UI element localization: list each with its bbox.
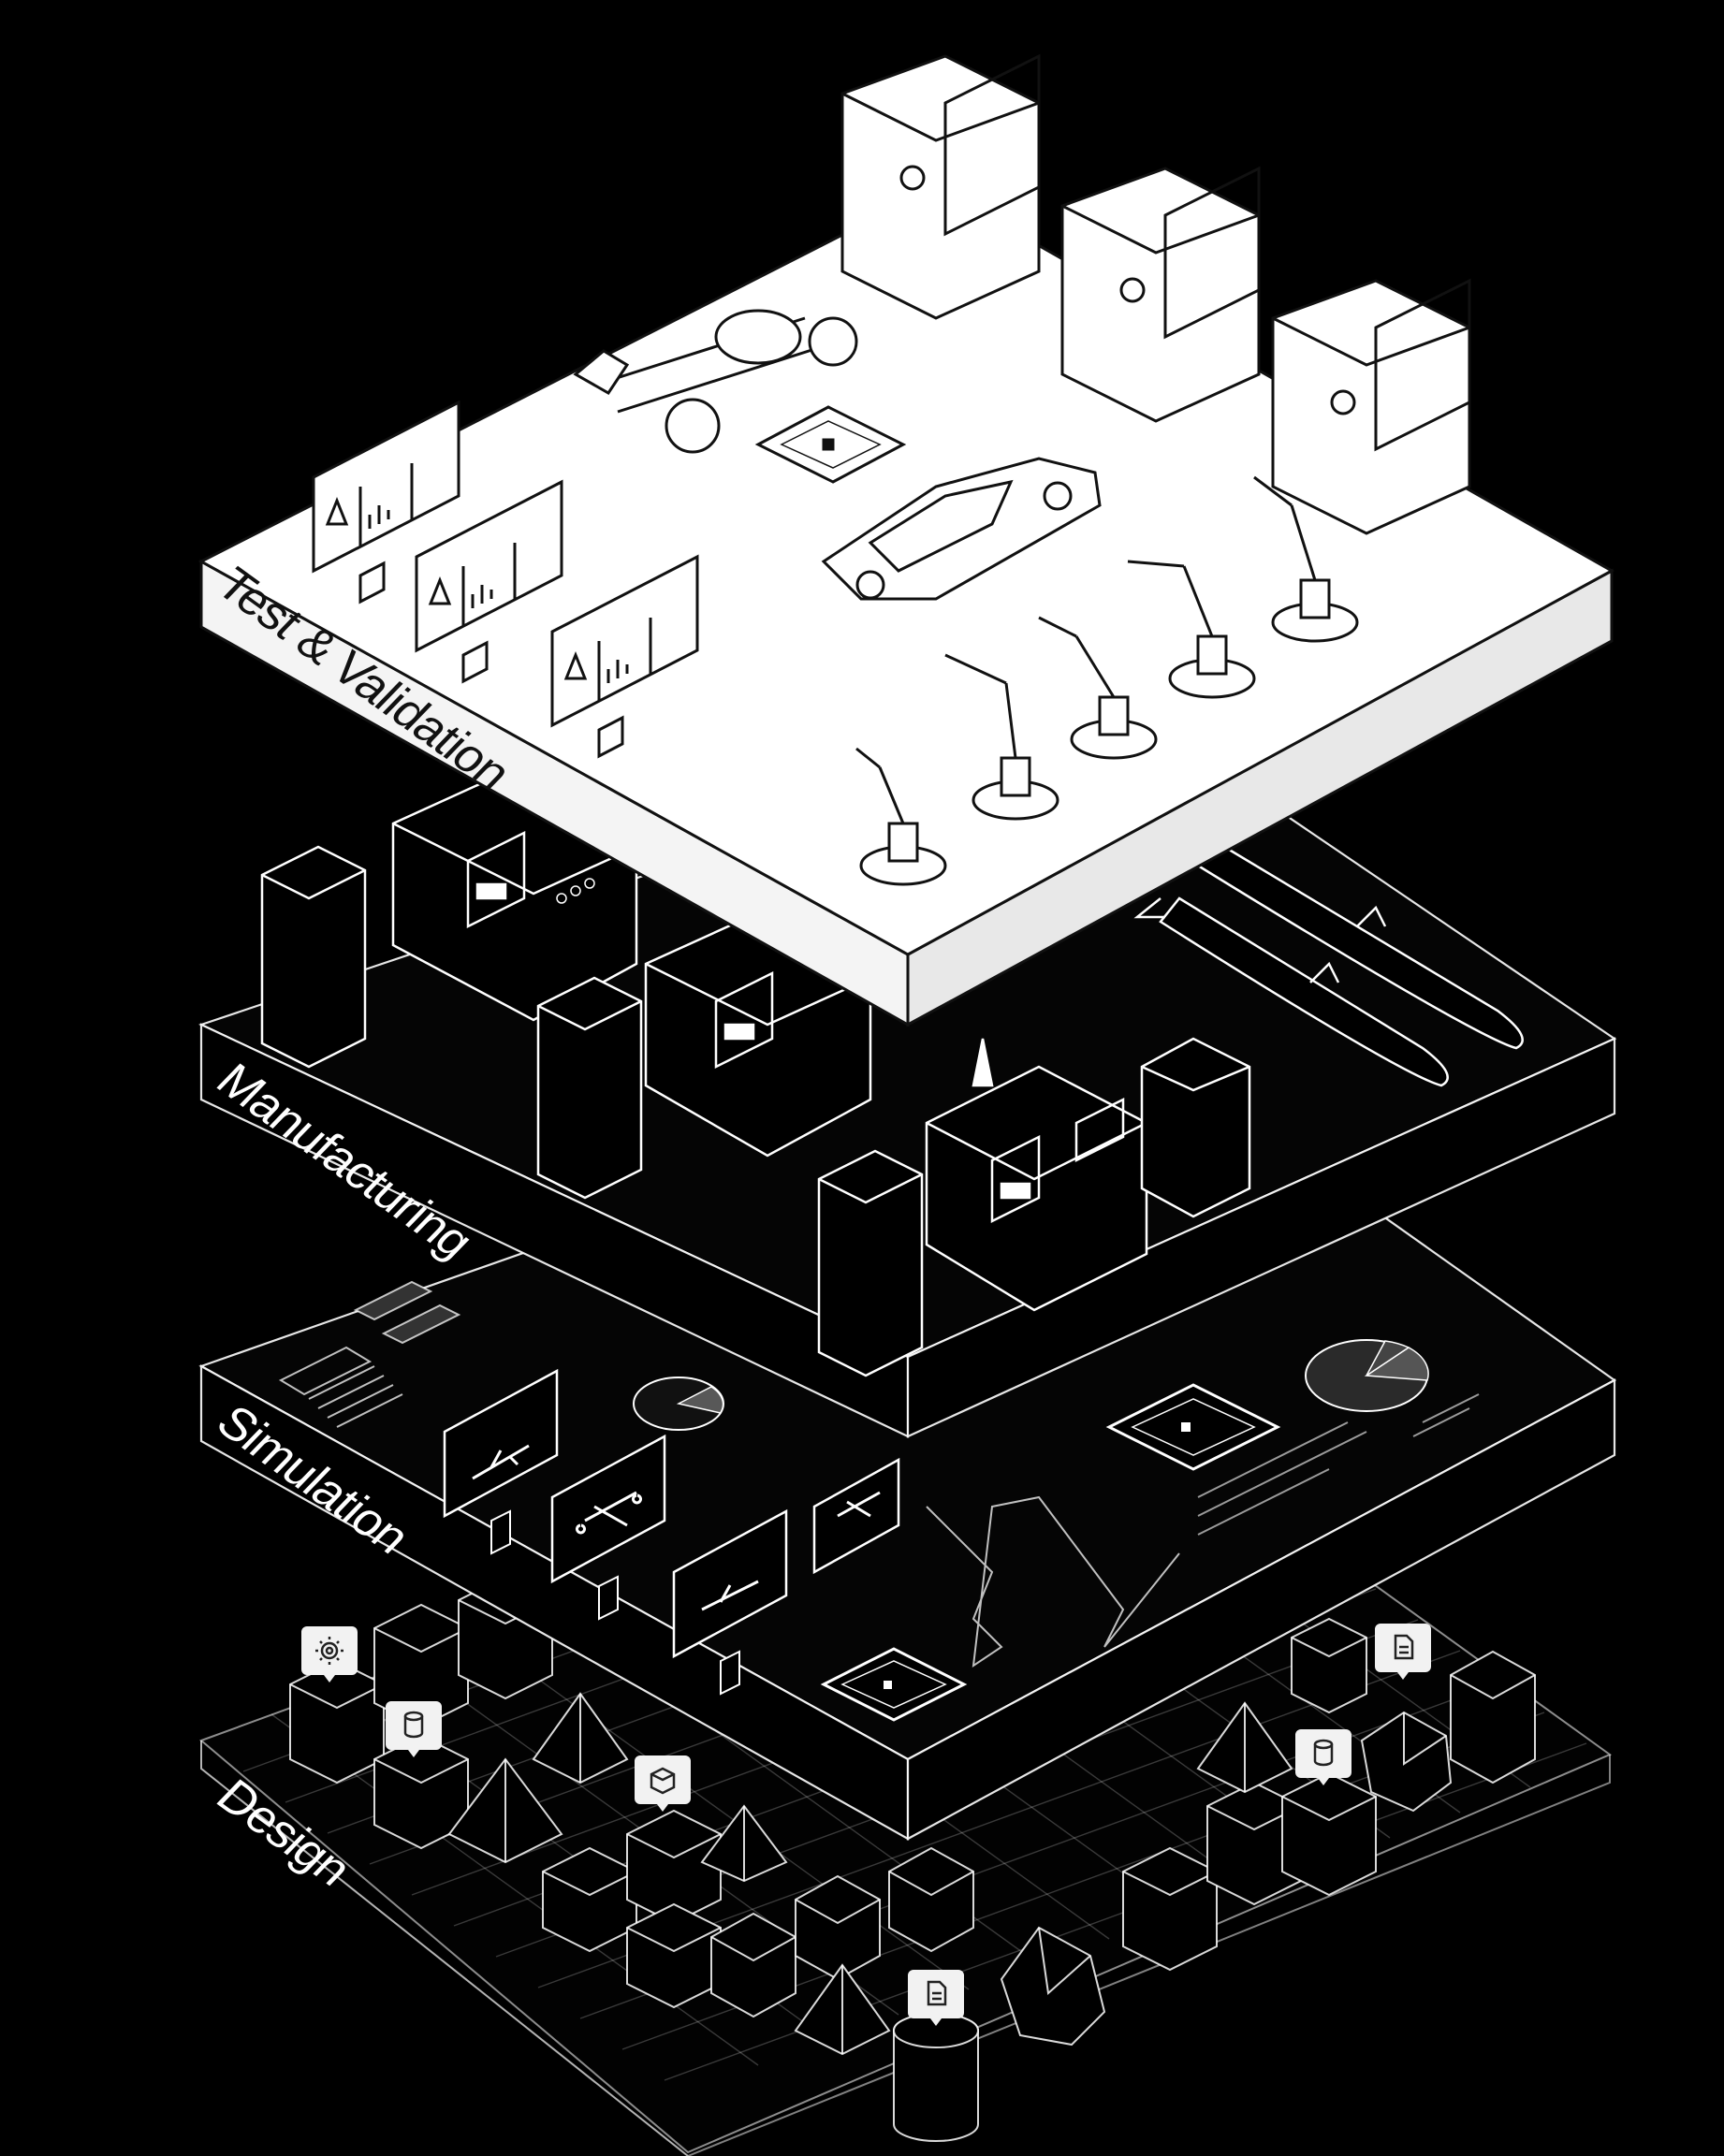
wire-box (373, 1603, 469, 1728)
robot-arm (1038, 616, 1158, 760)
design-badge (386, 1701, 442, 1757)
sim-flight-path (926, 1495, 1180, 1668)
design-badge (1295, 1729, 1351, 1785)
dashboard-monitor (312, 400, 460, 605)
cube-icon (650, 1767, 676, 1795)
wire-pyramid (447, 1757, 563, 1864)
design-wireframe-shapes (289, 1575, 1536, 2142)
wire-box (626, 1809, 722, 1925)
cnc-machine (536, 915, 872, 1200)
test-chip (754, 405, 907, 484)
sim-monitor (672, 1508, 788, 1696)
wire-box (626, 1902, 722, 2009)
test-bench (1060, 166, 1261, 423)
document-icon (927, 1980, 947, 2006)
wire-pyramid (1196, 1701, 1293, 1794)
sim-text-lines (1197, 1393, 1480, 1536)
wire-box (710, 1912, 796, 2018)
dashboard-monitor (550, 554, 699, 759)
wire-pyramid (532, 1692, 629, 1785)
wire-box (1450, 1650, 1536, 1785)
design-badge (635, 1755, 691, 1812)
design-badge (301, 1626, 358, 1683)
sim-chip (1105, 1383, 1281, 1471)
dashboard-monitor (415, 479, 563, 684)
wire-box (542, 1846, 637, 1953)
wire-pyramid (700, 1804, 788, 1883)
sim-document-bars (278, 1280, 461, 1428)
robot-arm (944, 653, 1059, 821)
wire-box (289, 1659, 385, 1785)
wire-icosahedron (1360, 1711, 1453, 1813)
cnc-machine (817, 1037, 1251, 1377)
wire-box (888, 1846, 974, 1953)
wire-icosahedron (1000, 1926, 1106, 2047)
wire-pyramid (794, 1963, 891, 2056)
wire-cylinder (893, 2013, 979, 2142)
database-icon (1313, 1739, 1334, 1767)
car-body-frame (821, 457, 1102, 601)
test-bench (1271, 278, 1471, 535)
gear-icon (315, 1637, 343, 1665)
robot-arm (1253, 475, 1359, 643)
test-validation-layer: Test & Validation (197, 53, 1615, 1027)
sim-chip (820, 1647, 968, 1722)
sim-monitor (550, 1434, 666, 1621)
vehicle-chassis (573, 309, 858, 454)
simulation-slab-side (906, 1378, 1616, 1841)
wire-box (795, 1874, 881, 1981)
sim-monitor (443, 1368, 559, 1555)
design-badge (908, 1970, 964, 2026)
robot-arm (1127, 560, 1256, 699)
sim-monitor (812, 1457, 900, 1575)
robot-arm (855, 747, 947, 886)
manufacturing-slab-side (906, 1037, 1616, 1438)
missile (1133, 840, 1524, 1087)
wire-box (1281, 1771, 1377, 1897)
database-icon (403, 1711, 424, 1739)
document-icon (1394, 1634, 1414, 1660)
manufacturing-layer: Manufacturing (198, 709, 1617, 1438)
wire-box (1122, 1846, 1218, 1972)
design-badge (1375, 1624, 1431, 1680)
test-bench (840, 53, 1041, 320)
sim-pie-chart (633, 1339, 1429, 1431)
wire-box (1291, 1617, 1367, 1714)
